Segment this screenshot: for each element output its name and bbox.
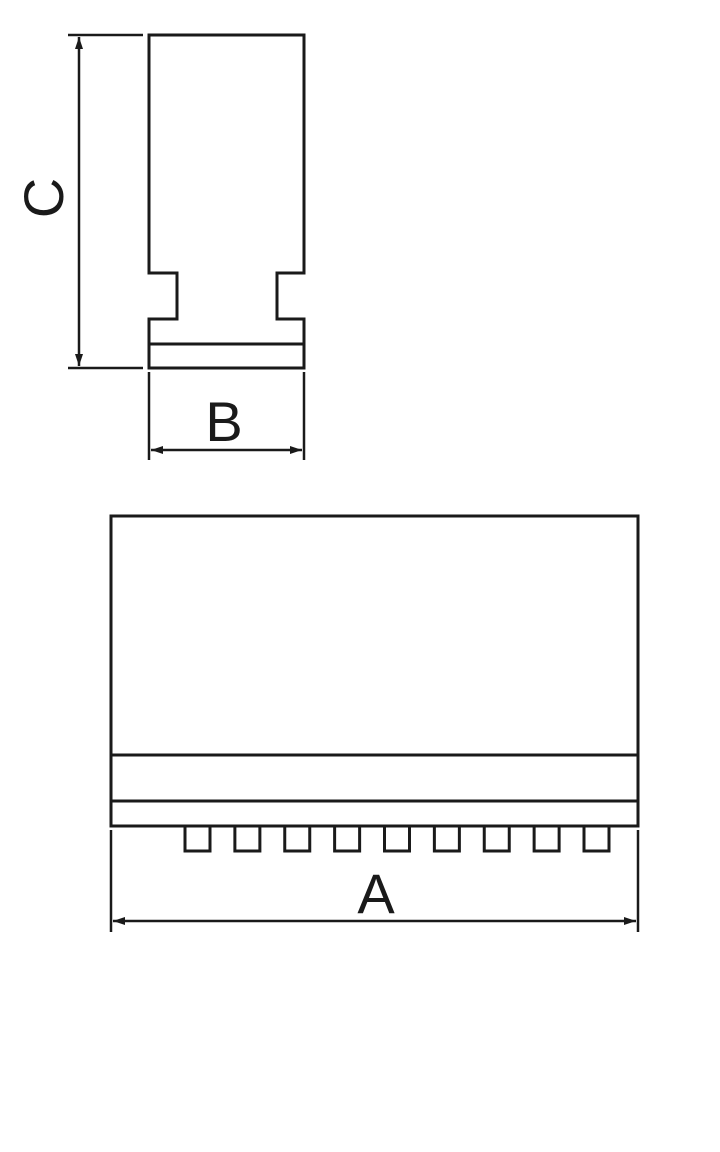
dimension-a-label: A: [357, 862, 395, 925]
dimension-b-label: B: [205, 390, 242, 453]
dimension-c: [68, 33, 143, 370]
dimension-a: [109, 830, 640, 932]
front-view-body: [109, 514, 640, 828]
dimension-b: [147, 372, 306, 460]
side-view: [147, 33, 306, 370]
side-view-outline: [147, 33, 306, 370]
front-view-teeth: [183, 824, 611, 853]
dimension-c-label: C: [12, 178, 75, 218]
front-view: [109, 514, 640, 853]
